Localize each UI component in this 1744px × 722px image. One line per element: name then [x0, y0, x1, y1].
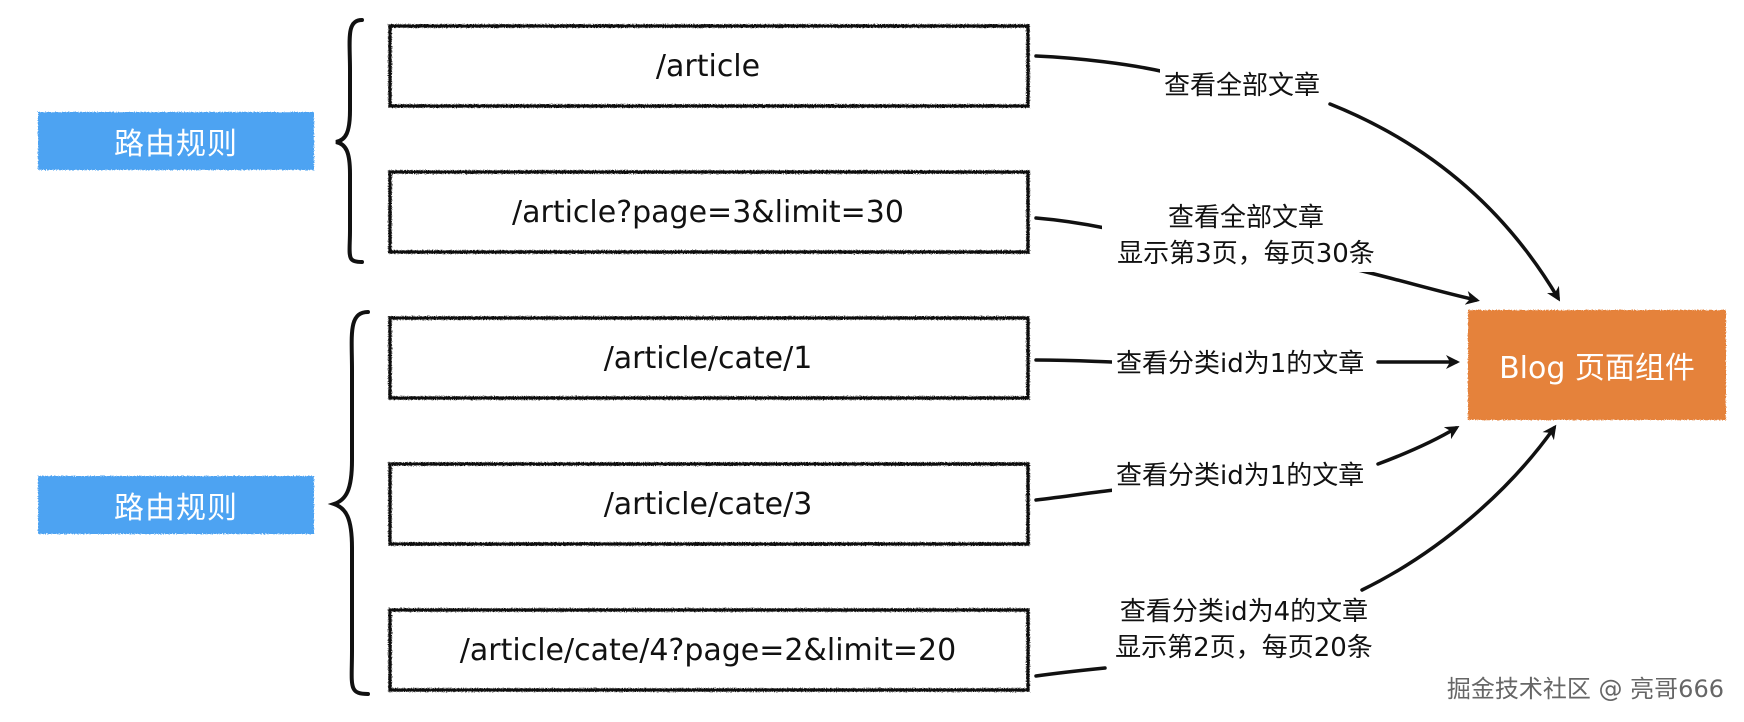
route-description-2: 查看分类id为1的文章 — [1112, 346, 1369, 382]
route-label-bg-2 — [38, 476, 314, 534]
arrow-0 — [1328, 102, 1561, 302]
route-description-1-line-1: 查看全部文章 — [1167, 203, 1324, 233]
arrow-1 — [1356, 268, 1480, 305]
route-description-3-line-1: 查看分类id为1的文章 — [1116, 461, 1365, 491]
route-rect-1 — [388, 170, 1030, 254]
watermark: 掘金技术社区 @ 亮哥666 — [1446, 675, 1724, 703]
route-description-4-line-1: 查看分类id为4的文章 — [1119, 597, 1369, 627]
brace-2 — [327, 310, 370, 696]
connectors — [1034, 54, 1561, 678]
connector-0 — [1034, 54, 1167, 74]
route-path-2: /article/cate/1 — [603, 340, 813, 376]
route-rects — [388, 24, 1030, 692]
connector-1 — [1034, 216, 1107, 230]
arrow-4 — [1360, 424, 1557, 592]
braces — [327, 18, 370, 696]
route-rect-4 — [388, 608, 1030, 692]
route-group-label-1: 路由规则 — [114, 127, 238, 162]
connector-4 — [1034, 666, 1107, 678]
route-description-0-line-1: 查看全部文章 — [1164, 71, 1321, 101]
route-group-label-2: 路由规则 — [114, 491, 238, 526]
route-description-1: 查看全部文章 显示第3页，每页30条 — [1102, 200, 1390, 272]
route-path-0: /article — [655, 48, 761, 84]
route-description-3: 查看分类id为1的文章 — [1112, 458, 1369, 494]
route-description-4: 查看分类id为4的文章 显示第2页，每页20条 — [1100, 594, 1388, 666]
route-path-3: /article/cate/3 — [603, 486, 813, 522]
route-rect-2 — [388, 316, 1030, 400]
route-rect-3 — [388, 462, 1030, 546]
route-path-1: /article?page=3&limit=30 — [512, 194, 904, 230]
route-label-bg-1 — [38, 112, 314, 170]
route-description-0: 查看全部文章 — [1160, 68, 1325, 104]
arrow-3 — [1376, 425, 1460, 466]
route-path-4: /article/cate/4?page=2&limit=20 — [459, 632, 957, 668]
route-description-1-line-2: 显示第3页，每页30条 — [1117, 239, 1375, 269]
connector-3 — [1034, 488, 1117, 502]
target-box-bg — [1468, 310, 1726, 420]
brace-1 — [335, 18, 364, 264]
route-description-2-line-1: 查看分类id为1的文章 — [1116, 349, 1365, 379]
route-description-4-line-2: 显示第2页，每页20条 — [1115, 633, 1373, 663]
route-rect-0 — [388, 24, 1030, 108]
blog-page-component: Blog 页面组件 — [1499, 351, 1695, 386]
